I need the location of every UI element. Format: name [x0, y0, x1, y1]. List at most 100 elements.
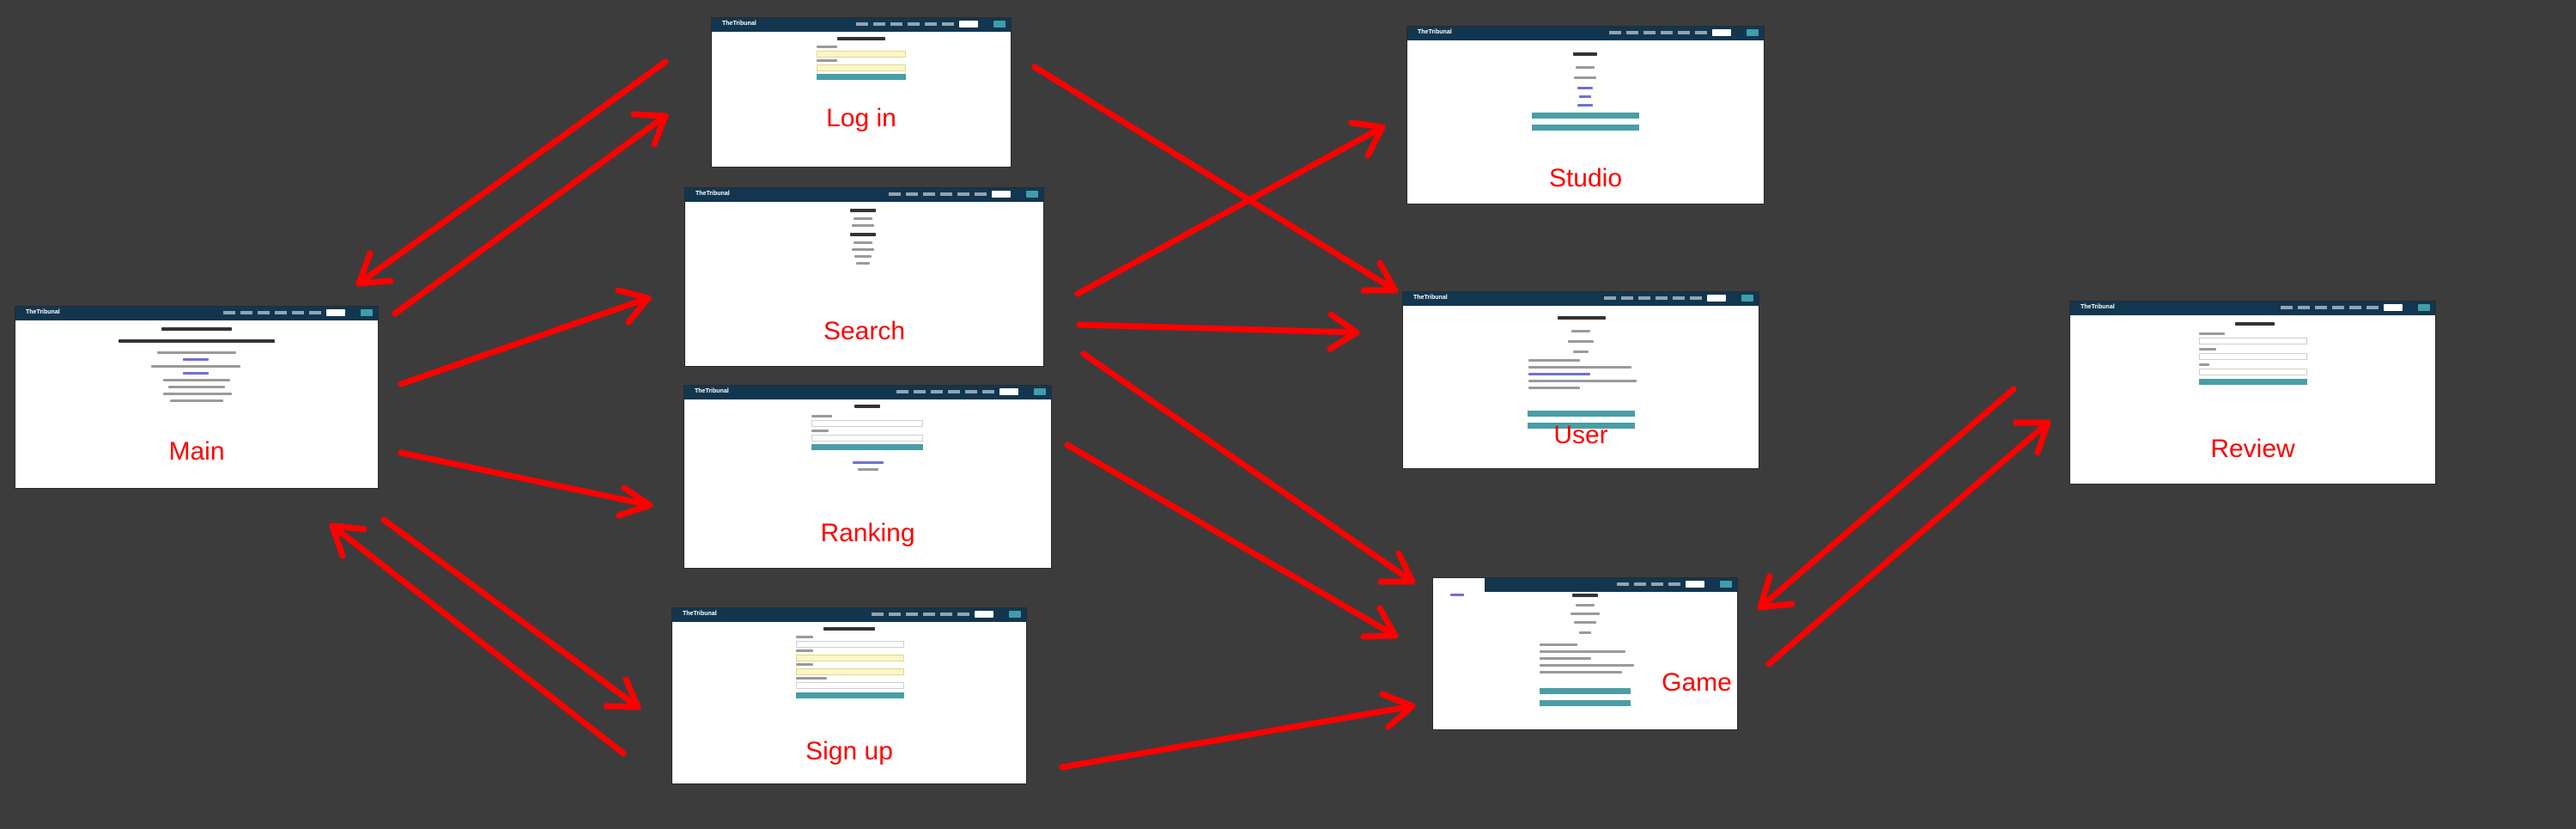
signup-button[interactable] — [796, 692, 904, 698]
screen-label: Game — [1662, 668, 1732, 697]
brand-logo[interactable]: TheTribunal — [1418, 29, 1452, 35]
screen-label: Search — [823, 317, 906, 345]
screen-search[interactable]: TheTribunal Search — [685, 188, 1043, 366]
brand-logo[interactable]: TheTribunal — [696, 191, 730, 197]
nav-button[interactable] — [1720, 581, 1732, 588]
result-link[interactable] — [853, 461, 884, 464]
nav-button[interactable] — [1009, 611, 1021, 618]
nav-button[interactable] — [959, 21, 978, 27]
nav-button[interactable] — [1741, 295, 1753, 302]
game-button[interactable] — [1540, 688, 1631, 694]
login-button[interactable] — [817, 74, 906, 80]
subheading — [118, 339, 275, 343]
nav-links[interactable] — [856, 22, 959, 26]
review-field[interactable] — [2199, 369, 2307, 375]
studio-button[interactable] — [1532, 125, 1639, 131]
screen-game[interactable]: Game — [1433, 578, 1737, 729]
brand-logo[interactable]: TheTribunal — [1413, 295, 1448, 301]
heading — [1558, 316, 1606, 320]
brand-logo[interactable]: TheTribunal — [2081, 304, 2115, 310]
brand-logo[interactable]: TheTribunal — [26, 309, 60, 315]
nav-links[interactable] — [2281, 306, 2384, 309]
text-line — [170, 399, 223, 402]
detail-link[interactable] — [1577, 87, 1593, 89]
screen-studio[interactable]: TheTribunal Studio — [1407, 27, 1764, 204]
nav-links[interactable] — [1609, 31, 1712, 34]
nav-button[interactable] — [999, 388, 1018, 395]
nav-links[interactable] — [896, 390, 999, 393]
link-line[interactable] — [183, 372, 209, 375]
detail-link[interactable] — [1579, 95, 1591, 98]
field-label — [2199, 332, 2225, 335]
detail-line — [1574, 76, 1596, 79]
nav-button[interactable] — [993, 21, 1005, 27]
arrow-search-to-studio — [1074, 119, 1386, 297]
screen-user[interactable]: TheTribunal User — [1403, 292, 1759, 468]
text-line — [163, 379, 230, 381]
password-field[interactable] — [817, 64, 906, 71]
brand-logo[interactable]: TheTribunal — [683, 611, 717, 617]
filter-select[interactable] — [811, 435, 923, 442]
result-line — [854, 255, 872, 258]
signup-field[interactable] — [796, 682, 904, 689]
nav-button[interactable] — [1686, 581, 1704, 588]
text-line — [157, 351, 236, 354]
nav-button[interactable] — [1747, 29, 1759, 36]
field-label — [796, 677, 827, 680]
field-label — [2199, 363, 2209, 366]
submit-review-button[interactable] — [2199, 379, 2307, 385]
screen-main[interactable]: TheTribunal Main — [15, 307, 378, 488]
screen-label: Sign up — [805, 737, 893, 765]
username-field[interactable] — [817, 51, 906, 58]
screen-review[interactable]: TheTribunal Review — [2070, 302, 2435, 484]
nav-links[interactable] — [223, 311, 326, 314]
navbar: TheTribunal — [684, 386, 1051, 399]
user-button[interactable] — [1528, 411, 1635, 417]
signup-field[interactable] — [796, 668, 904, 675]
screen-ranking[interactable]: TheTribunal Ranking — [684, 386, 1051, 568]
nav-button[interactable] — [1707, 295, 1726, 302]
nav-links[interactable] — [872, 613, 975, 616]
review-line — [1528, 359, 1580, 362]
studio-button[interactable] — [1532, 113, 1639, 119]
arrow-ranking-to-game — [1064, 442, 1399, 640]
game-button[interactable] — [1540, 700, 1631, 706]
profile-line — [1573, 350, 1589, 353]
user-button[interactable] — [1528, 423, 1635, 429]
field-label — [817, 46, 837, 48]
screen-login[interactable]: TheTribunal Log in — [712, 18, 1011, 167]
brand-logo[interactable]: TheTribunal — [722, 21, 756, 27]
nav-button[interactable] — [361, 309, 373, 316]
review-line — [1540, 643, 1577, 646]
filter-select[interactable] — [811, 420, 923, 427]
arrow-login-to-user — [1031, 64, 1399, 294]
nav-button[interactable] — [2384, 304, 2403, 311]
review-line — [1540, 664, 1634, 667]
nav-button[interactable] — [975, 611, 993, 618]
review-link[interactable] — [1528, 373, 1590, 375]
nav-button[interactable] — [2418, 304, 2430, 311]
game-cover-link[interactable] — [1450, 594, 1464, 596]
signup-field[interactable] — [796, 641, 904, 648]
detail-link[interactable] — [1577, 104, 1593, 107]
nav-button[interactable] — [1026, 191, 1038, 198]
review-field[interactable] — [2199, 338, 2307, 344]
brand-logo[interactable]: TheTribunal — [695, 388, 729, 394]
text-line — [163, 393, 232, 395]
ranking-button[interactable] — [811, 444, 923, 450]
nav-links[interactable] — [1604, 296, 1707, 300]
nav-button[interactable] — [326, 309, 345, 316]
review-line — [1540, 650, 1625, 653]
nav-button[interactable] — [1712, 29, 1731, 36]
link-line[interactable] — [183, 358, 209, 361]
nav-links[interactable] — [889, 192, 992, 196]
text-line — [151, 365, 240, 368]
signup-field[interactable] — [796, 655, 904, 661]
screen-signup[interactable]: TheTribunal Sign up — [672, 608, 1026, 783]
review-field[interactable] — [2199, 353, 2307, 360]
nav-button[interactable] — [992, 191, 1011, 198]
field-label — [796, 649, 813, 652]
nav-button[interactable] — [1034, 388, 1046, 395]
nav-links[interactable] — [1617, 582, 1686, 586]
